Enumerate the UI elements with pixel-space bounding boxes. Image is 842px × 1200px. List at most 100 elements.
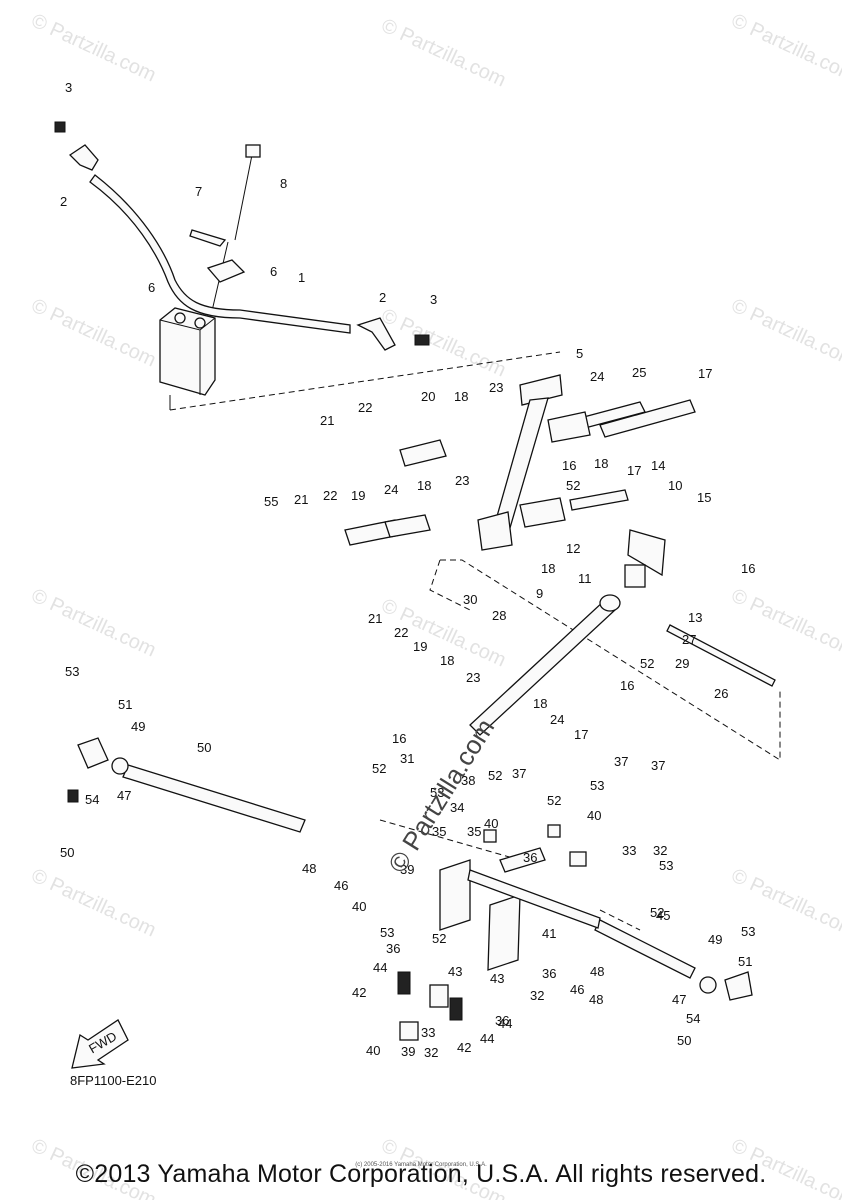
callout-3: 3 xyxy=(65,80,72,95)
callout-46: 46 xyxy=(334,878,348,893)
callout-27: 27 xyxy=(682,632,696,647)
callout-18: 18 xyxy=(541,561,555,576)
callout-30: 30 xyxy=(463,592,477,607)
watermark-text: © Partzilla.com xyxy=(28,585,159,662)
callout-32: 32 xyxy=(653,843,667,858)
callout-5: 5 xyxy=(576,346,583,361)
callout-51: 51 xyxy=(738,954,752,969)
callout-25: 25 xyxy=(632,365,646,380)
callout-17: 17 xyxy=(574,727,588,742)
callout-49: 49 xyxy=(131,719,145,734)
callout-41: 41 xyxy=(542,926,556,941)
callout-44: 44 xyxy=(480,1031,494,1046)
callout-29: 29 xyxy=(675,656,689,671)
callout-23: 23 xyxy=(455,473,469,488)
copyright-footer: ©2013 Yamaha Motor Corporation, U.S.A. A… xyxy=(75,1160,767,1188)
diagram-code: 8FP1100-E210 xyxy=(70,1073,157,1088)
callout-20: 20 xyxy=(421,389,435,404)
callout-53: 53 xyxy=(65,664,79,679)
callout-28: 28 xyxy=(492,608,506,623)
callout-52: 52 xyxy=(566,478,580,493)
callout-34: 34 xyxy=(450,800,464,815)
rod-45-right xyxy=(594,919,753,1001)
callout-3: 3 xyxy=(430,292,437,307)
callout-2: 2 xyxy=(379,290,386,305)
callout-42: 42 xyxy=(457,1040,471,1055)
watermark-layer: © Partzilla.com © Partzilla.com © Partzill… xyxy=(28,10,842,1200)
callout-39: 39 xyxy=(400,862,414,877)
callout-48: 48 xyxy=(302,861,316,876)
rod-45-left xyxy=(67,737,306,833)
callout-18: 18 xyxy=(533,696,547,711)
callout-37: 37 xyxy=(512,766,526,781)
callout-21: 21 xyxy=(320,413,334,428)
callout-26: 26 xyxy=(714,686,728,701)
callout-53: 53 xyxy=(430,785,444,800)
callout-53: 53 xyxy=(590,778,604,793)
callout-17: 17 xyxy=(627,463,641,478)
callout-11: 11 xyxy=(578,571,592,586)
steering-column-5 xyxy=(477,374,563,551)
callout-52: 52 xyxy=(488,768,502,783)
callout-37: 37 xyxy=(614,754,628,769)
callout-52: 52 xyxy=(372,761,386,776)
callout-52: 52 xyxy=(432,931,446,946)
callout-52: 52 xyxy=(547,793,561,808)
callout-36: 36 xyxy=(542,966,556,981)
callout-14: 14 xyxy=(651,458,665,473)
watermark-text: © Partzilla.com xyxy=(728,10,842,87)
callout-43: 43 xyxy=(490,971,504,986)
callout-6: 6 xyxy=(148,280,155,295)
callout-12: 12 xyxy=(566,541,580,556)
callout-43: 43 xyxy=(448,964,462,979)
callout-9: 9 xyxy=(536,586,543,601)
watermark-text: © Partzilla.com xyxy=(28,295,159,372)
callout-49: 49 xyxy=(708,932,722,947)
callout-22: 22 xyxy=(323,488,337,503)
callout-2: 2 xyxy=(60,194,67,209)
callout-7: 7 xyxy=(195,184,202,199)
callout-18: 18 xyxy=(417,478,431,493)
callout-50: 50 xyxy=(677,1033,691,1048)
callout-48: 48 xyxy=(589,992,603,1007)
callout-52: 52 xyxy=(640,656,654,671)
callout-22: 22 xyxy=(394,625,408,640)
shift-shaft-1 xyxy=(89,174,351,334)
callout-40: 40 xyxy=(352,899,366,914)
callout-47: 47 xyxy=(672,992,686,1007)
callout-36: 36 xyxy=(495,1013,509,1028)
callout-15: 15 xyxy=(697,490,711,505)
callout-38: 38 xyxy=(461,773,475,788)
callout-44: 44 xyxy=(498,1016,512,1031)
callout-22: 22 xyxy=(358,400,372,415)
callout-47: 47 xyxy=(117,788,131,803)
callout-33: 33 xyxy=(622,843,636,858)
callout-1: 1 xyxy=(298,270,305,285)
cross-shaft-9 xyxy=(469,594,621,736)
callout-31: 31 xyxy=(400,751,414,766)
callout-17: 17 xyxy=(698,366,712,381)
callout-19: 19 xyxy=(351,488,365,503)
callout-35: 35 xyxy=(432,824,446,839)
callout-54: 54 xyxy=(686,1011,700,1026)
rod-26 xyxy=(666,624,776,687)
callout-37: 37 xyxy=(651,758,665,773)
callout-39: 39 xyxy=(401,1044,415,1059)
callout-32: 32 xyxy=(530,988,544,1003)
callout-18: 18 xyxy=(440,653,454,668)
bolt-and-bracket xyxy=(54,121,430,346)
callout-46: 46 xyxy=(570,982,584,997)
part-4-case xyxy=(159,307,216,396)
watermark-text: © Partzilla.com xyxy=(728,295,842,372)
callout-23: 23 xyxy=(489,380,503,395)
callout-36: 36 xyxy=(386,941,400,956)
callout-52: 52 xyxy=(650,905,664,920)
callout-16: 16 xyxy=(620,678,634,693)
callout-50: 50 xyxy=(60,845,74,860)
watermark-text: © Partzilla.com xyxy=(378,15,509,92)
watermark-text: © Partzilla.com xyxy=(728,585,842,662)
watermark-text: © Partzilla.com xyxy=(28,10,159,87)
callout-40: 40 xyxy=(587,808,601,823)
mini-credit: (c) 2005-2016 Yamaha Motor Corporation, … xyxy=(355,1162,487,1168)
